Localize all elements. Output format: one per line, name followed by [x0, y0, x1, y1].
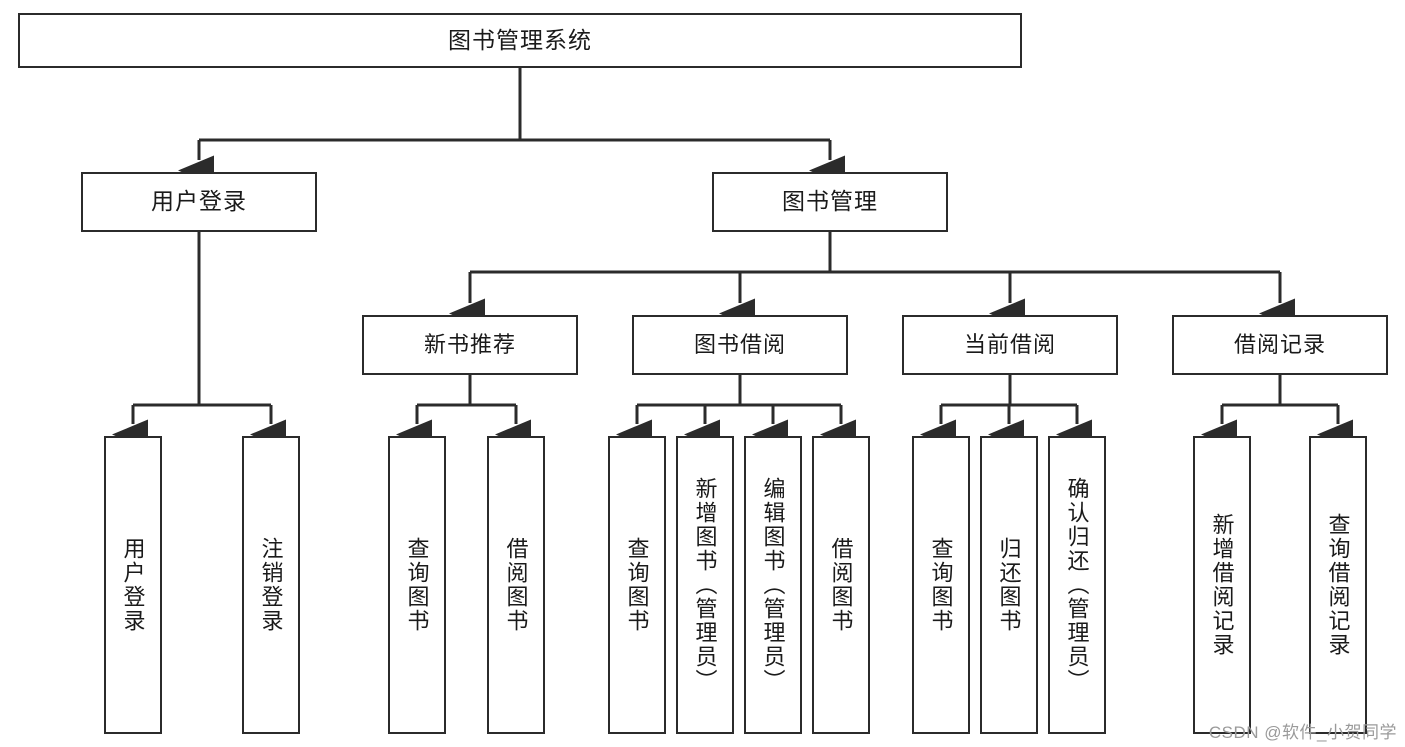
leaf-record-add[interactable]: 新增借阅记录: [1193, 436, 1251, 734]
leaf-label: 查询图书: [928, 537, 954, 633]
node-book-borrow-label: 图书借阅: [693, 331, 786, 357]
leaf-new-book-borrow[interactable]: 借阅图书: [487, 436, 545, 734]
leaf-label: 查询借阅记录: [1325, 513, 1351, 657]
node-user-login[interactable]: 用户登录: [81, 172, 317, 232]
leaf-label: 查询图书: [404, 537, 430, 633]
leaf-new-book-query[interactable]: 查询图书: [388, 436, 446, 734]
leaf-record-query[interactable]: 查询借阅记录: [1309, 436, 1367, 734]
node-book-borrow[interactable]: 图书借阅: [632, 315, 848, 375]
leaf-label: 注销登录: [258, 537, 284, 633]
leaf-label: 查询图书: [624, 537, 650, 633]
leaf-borrow-borrow-book[interactable]: 借阅图书: [812, 436, 870, 734]
node-new-book-recommend-label: 新书推荐: [423, 331, 516, 357]
leaf-label: 新增图书（管理员）: [692, 477, 718, 693]
leaf-label: 编辑图书（管理员）: [760, 477, 786, 693]
leaf-user-login-logout[interactable]: 注销登录: [242, 436, 300, 734]
leaf-label: 借阅图书: [503, 537, 529, 633]
leaf-label: 用户登录: [120, 537, 146, 633]
node-book-management-label: 图书管理: [782, 188, 878, 215]
leaf-borrow-add-book[interactable]: 新增图书（管理员）: [676, 436, 734, 734]
node-borrow-record-label: 借阅记录: [1233, 331, 1326, 357]
leaf-current-confirm-return[interactable]: 确认归还（管理员）: [1048, 436, 1106, 734]
node-root-label: 图书管理系统: [448, 26, 592, 53]
leaf-label: 新增借阅记录: [1209, 513, 1235, 657]
node-book-management[interactable]: 图书管理: [712, 172, 948, 232]
leaf-label: 归还图书: [996, 537, 1022, 633]
node-new-book-recommend[interactable]: 新书推荐: [362, 315, 578, 375]
leaf-borrow-query-book[interactable]: 查询图书: [608, 436, 666, 734]
node-current-borrow[interactable]: 当前借阅: [902, 315, 1118, 375]
node-root[interactable]: 图书管理系统: [18, 13, 1022, 68]
leaf-label: 借阅图书: [828, 537, 854, 633]
watermark: CSDN @软件_小贺同学: [1208, 723, 1397, 742]
leaf-current-query-book[interactable]: 查询图书: [912, 436, 970, 734]
node-current-borrow-label: 当前借阅: [963, 331, 1056, 357]
leaf-label: 确认归还（管理员）: [1064, 477, 1090, 693]
node-user-login-label: 用户登录: [151, 188, 247, 215]
leaf-current-return-book[interactable]: 归还图书: [980, 436, 1038, 734]
leaf-borrow-edit-book[interactable]: 编辑图书（管理员）: [744, 436, 802, 734]
node-borrow-record[interactable]: 借阅记录: [1172, 315, 1388, 375]
leaf-user-login-login[interactable]: 用户登录: [104, 436, 162, 734]
